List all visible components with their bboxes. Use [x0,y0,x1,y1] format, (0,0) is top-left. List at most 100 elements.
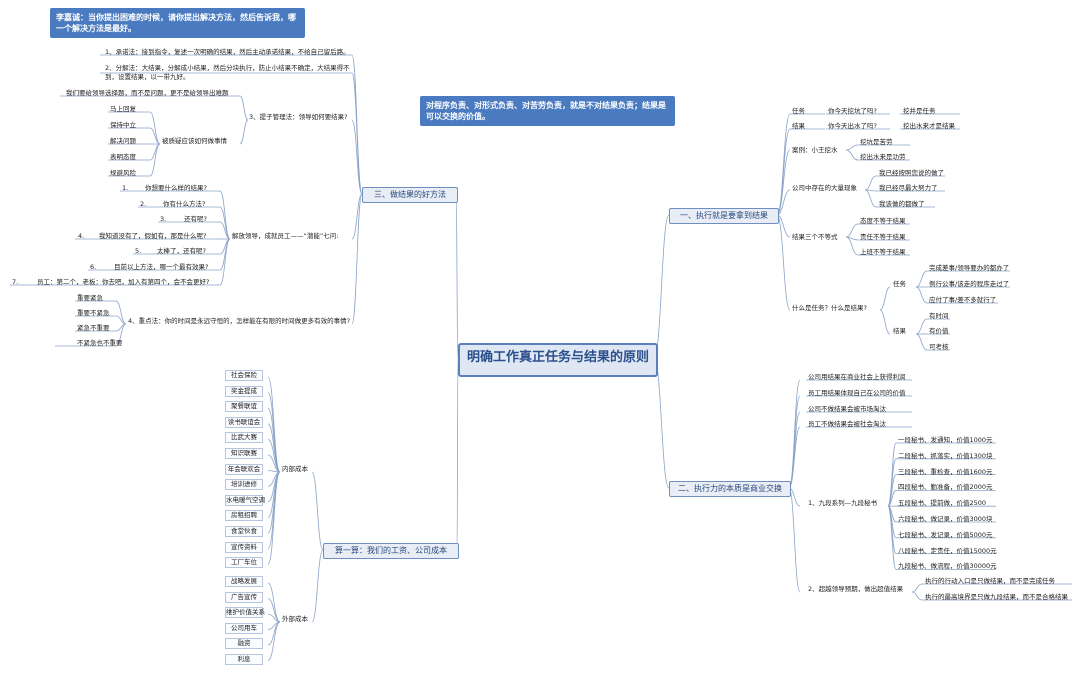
b1-phenomena[interactable]: 公司中存在的大量现象 [792,184,857,192]
question-text[interactable]: 还有呢? [184,215,207,223]
b1-what-t3[interactable]: 应付了事/差不多就行了 [929,296,997,304]
b1-task-question[interactable]: 你今天挖坑了吗? [828,107,877,115]
priority-item[interactable]: 重要不紧急 [77,309,110,317]
inner-cost-item[interactable]: 水电暖气空调 [225,494,265,506]
nine-secretary-item[interactable]: 一段秘书、发通知，价值1000元 [898,436,993,444]
branch-commercial-exchange[interactable]: 二、执行力的本质是商业交换 [669,481,791,497]
b1-case-b[interactable]: 挖出水来是功劳 [860,153,906,161]
outer-cost-item[interactable]: 广告宣传 [225,591,263,603]
inner-cost-item[interactable]: 奖金提成 [225,385,263,397]
nine-secretary-item[interactable]: 二段秘书、抓落实，价值1300块 [898,451,993,460]
outer-cost-item[interactable]: 公司用车 [225,622,263,634]
b1-three-a[interactable]: 态度不等于结果 [860,217,906,225]
b1-three-b[interactable]: 责任不等于结果 [860,233,906,241]
nine-secretary-item[interactable]: 九段秘书、做流程，价值30000元 [898,562,997,571]
b1-task[interactable]: 任务 [792,107,805,115]
b2-exceed-b[interactable]: 执行的最高境界是只做九段结果，而不是合格结果 [925,593,1068,601]
b3-method-3b[interactable]: 解放领导，成就员工——“潜能”七问: [232,232,339,240]
nine-secretary-item[interactable]: 六段秘书、做记录，价值3000块 [898,515,993,523]
b2-line-4[interactable]: 员工不做结果会被社会淘汰 [808,420,886,428]
b1-result-question[interactable]: 你今天出水了吗? [828,122,877,130]
inner-cost-item[interactable]: 工厂车位 [225,557,263,569]
branch-link [267,423,281,473]
b1-phen-c[interactable]: 我该做的都做了 [879,200,925,208]
b1-three-c[interactable]: 上班不等于结果 [860,248,906,256]
question-text[interactable]: 你有什么方法? [163,200,206,208]
b1-result[interactable]: 结果 [792,122,805,130]
m3-response-item[interactable]: 规避风险 [110,169,136,177]
root-link [456,357,459,551]
note-responsibility[interactable]: 对程序负责、对形式负责、对苦劳负责，就是不对结果负责；结果是可以交换的价值。 [420,96,675,126]
b3-method-4[interactable]: 4、重点法：你的时间是永远守恒的，怎样能在有限的时间做更多有效的事情? [128,317,351,325]
b2-line-2[interactable]: 员工用结果体现自己在公司的价值 [808,389,906,397]
b1-what[interactable]: 什么是任务？什么是结果? [792,304,867,312]
outer-cost-item[interactable]: 维护价值关系 [225,607,265,618]
inner-cost-item[interactable]: 宣传资料 [225,541,263,553]
question-text[interactable]: 员工：第二个，老板：你去吧，加入有第四个，会不会更好? [37,278,210,286]
branch-execution-result[interactable]: 一、执行就是要拿到结果 [669,208,779,224]
b3-method-2[interactable]: 2、分解法：大结果，分解成小结果，然后分块执行，防止小结果不确定，大结果得不到，… [105,64,350,81]
b2-line-3[interactable]: 公司不做结果会被市场淘汰 [808,405,886,413]
b1-what-t1[interactable]: 完成差事/领导要办的都办了 [929,264,1010,272]
inner-cost-item[interactable]: 培训进修 [225,479,263,491]
branch-link [915,270,928,288]
inner-cost-item[interactable]: 社会保险 [225,370,263,381]
priority-item[interactable]: 重要紧急 [77,294,103,302]
branch-good-methods[interactable]: 三、做结果的好方法 [362,187,458,203]
question-text[interactable]: 你想要什么样的结果? [145,184,207,192]
branch-link [864,189,877,208]
b1-what-r2[interactable]: 有价值 [929,327,949,335]
nine-secretary-item[interactable]: 三段秘书、重检查，价值1600元 [898,467,993,476]
b4-inner[interactable]: 内部成本 [282,465,308,473]
b1-case[interactable]: 案例：小王挖水 [792,146,838,154]
b4-outer[interactable]: 外部成本 [282,615,308,623]
b1-what-r1[interactable]: 有时间 [929,312,949,320]
b2-exceed[interactable]: 2、超越领导预期，做出超值结果 [808,585,904,593]
b2-nine-series[interactable]: 1、九段系列—九段秘书 [808,499,878,507]
b1-task-answer[interactable]: 挖井是任务 [903,107,936,115]
root-topic[interactable]: 明确工作真正任务与结果的原则 [458,343,658,377]
inner-cost-item[interactable]: 房租招聘 [225,510,263,522]
branch-link [351,193,363,325]
b1-phen-b[interactable]: 我已经尽最大努力了 [879,184,938,192]
priority-item[interactable]: 紧急不重要 [77,324,110,332]
b1-what-r3[interactable]: 可考核 [929,343,949,351]
inner-cost-item[interactable]: 食堂伙食 [225,526,263,537]
b1-what-result[interactable]: 结果 [893,327,906,335]
b1-result-answer[interactable]: 挖出水来才是结果 [903,122,955,130]
outer-cost-item[interactable]: 融资 [225,638,263,649]
inner-cost-item[interactable]: 知识联赛 [225,448,263,459]
b3-method-3-top[interactable]: 我们要给领导选择题，而不是问题，更不是给领导出难题 [66,89,229,97]
nine-secretary-item[interactable]: 四段秘书、勤准备，价值2000元 [898,483,993,492]
b1-case-a[interactable]: 挖坑是苦劳 [860,138,893,146]
b2-line-1[interactable]: 公司用结果在商业社会上获得利润 [808,373,906,381]
m3-response-item[interactable]: 马上回复 [110,105,136,113]
inner-cost-item[interactable]: 聚餐联谊 [225,401,263,413]
b3-method-3[interactable]: 3、提子管理法：领导如何要结果? [249,113,348,121]
m3-response-item[interactable]: 解决问题 [110,137,136,145]
nine-secretary-item[interactable]: 七段秘书、发记录，价值5000元 [898,530,993,539]
question-text[interactable]: 太棒了，还有呢? [157,247,206,255]
priority-item[interactable]: 不紧急也不重要 [77,339,123,347]
b1-what-task[interactable]: 任务 [893,280,906,288]
nine-secretary-item[interactable]: 八段秘书、定责任，价值15000元 [898,546,997,555]
inner-cost-item[interactable]: 比武大赛 [225,432,263,444]
question-text[interactable]: 我知道没有了，假如有，那是什么呢? [99,232,207,240]
outer-cost-item[interactable]: 战略发展 [225,576,263,587]
b3-method-1[interactable]: 1、承诺法：接到指令，复述一次明确的结果，然后主动承诺结果，不给自己留后路。 [105,48,350,56]
inner-cost-item[interactable]: 年会联欢会 [225,463,263,475]
b1-what-t2[interactable]: 例行公事/该走的程序走过了 [929,280,1010,288]
branch-cost[interactable]: 算一算：我们的工资、公司成本 [323,543,459,559]
b1-three[interactable]: 结果三个不等式 [792,233,838,241]
b3-method-3-how[interactable]: 被质疑应该如何做事情 [162,137,227,145]
branch-link [845,149,859,161]
m3-response-item[interactable]: 保持中立 [110,121,136,129]
note-li-ka-shing[interactable]: 李嘉诚：当你提出困难的时候，请你提出解决方法，然后告诉我，哪一个解决方法是最好。 [50,8,305,38]
outer-cost-item[interactable]: 利息 [225,653,263,665]
b1-phen-a[interactable]: 我已经按照您说的做了 [879,169,944,177]
question-text[interactable]: 目前以上方法，哪一个最有效果? [114,263,209,271]
b2-exceed-a[interactable]: 执行的行动入口是只做结果，而不是完成任务 [925,577,1055,585]
inner-cost-item[interactable]: 读书联谊会 [225,416,263,428]
m3-response-item[interactable]: 表明态度 [110,153,136,161]
nine-secretary-item[interactable]: 五段秘书、提前做，价值2500 [898,499,987,508]
